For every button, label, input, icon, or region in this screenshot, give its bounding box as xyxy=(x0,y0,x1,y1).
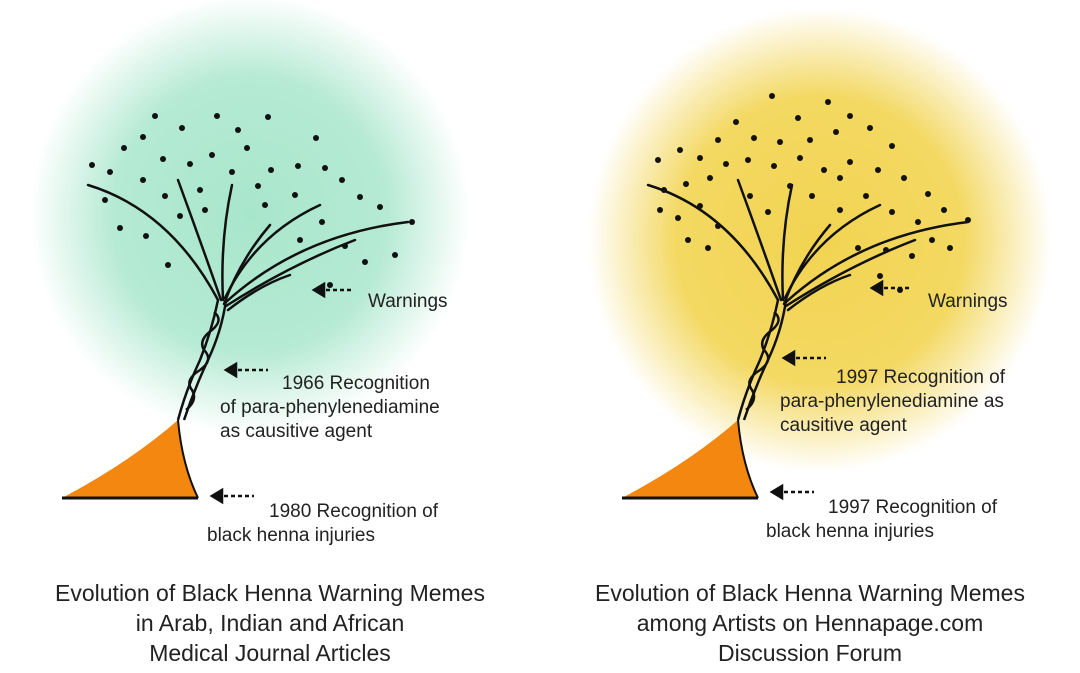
meme-tree-illustration xyxy=(588,8,1052,501)
tree-trunk xyxy=(736,299,788,421)
tree-branches xyxy=(86,178,410,312)
glow-circle xyxy=(588,8,1052,472)
arrow-warnings-icon xyxy=(311,281,352,299)
glow-circle xyxy=(30,0,470,435)
panel-medical-journals: Warnings 1966 Recognition of para-phenyl… xyxy=(30,0,485,666)
arrow-agent-icon xyxy=(223,361,268,379)
arrow-injuries-icon xyxy=(209,487,254,505)
meme-dots xyxy=(655,93,971,293)
ground-shape xyxy=(62,420,198,498)
caption: Evolution of Black Henna Warning Memes i… xyxy=(55,580,485,666)
arrows xyxy=(209,281,352,505)
arrow-injuries-icon xyxy=(769,483,814,501)
label-warnings: Warnings xyxy=(928,291,1008,312)
panel-hennapage-forum: Warnings 1997 Recognition of para-phenyl… xyxy=(540,0,1080,673)
caption: Evolution of Black Henna Warning Memes a… xyxy=(595,580,1025,666)
ground-shape xyxy=(622,420,758,498)
arrow-agent-icon xyxy=(781,349,826,367)
meme-dots xyxy=(89,113,415,288)
label-recognition-injuries: 1997 Recognition of black henna injuries xyxy=(766,497,998,542)
label-recognition-injuries: 1980 Recognition of black henna injuries xyxy=(207,501,439,546)
arrow-warnings-icon xyxy=(869,279,910,297)
label-recognition-agent: 1997 Recognition of para-phenylenediamin… xyxy=(780,367,1006,436)
tree-trunk xyxy=(176,299,228,421)
arrows xyxy=(769,279,910,501)
meme-tree-illustration xyxy=(30,0,470,505)
label-recognition-agent: 1966 Recognition of para-phenylenediamin… xyxy=(220,373,440,442)
tree-branches xyxy=(646,178,970,312)
label-warnings: Warnings xyxy=(368,291,448,312)
